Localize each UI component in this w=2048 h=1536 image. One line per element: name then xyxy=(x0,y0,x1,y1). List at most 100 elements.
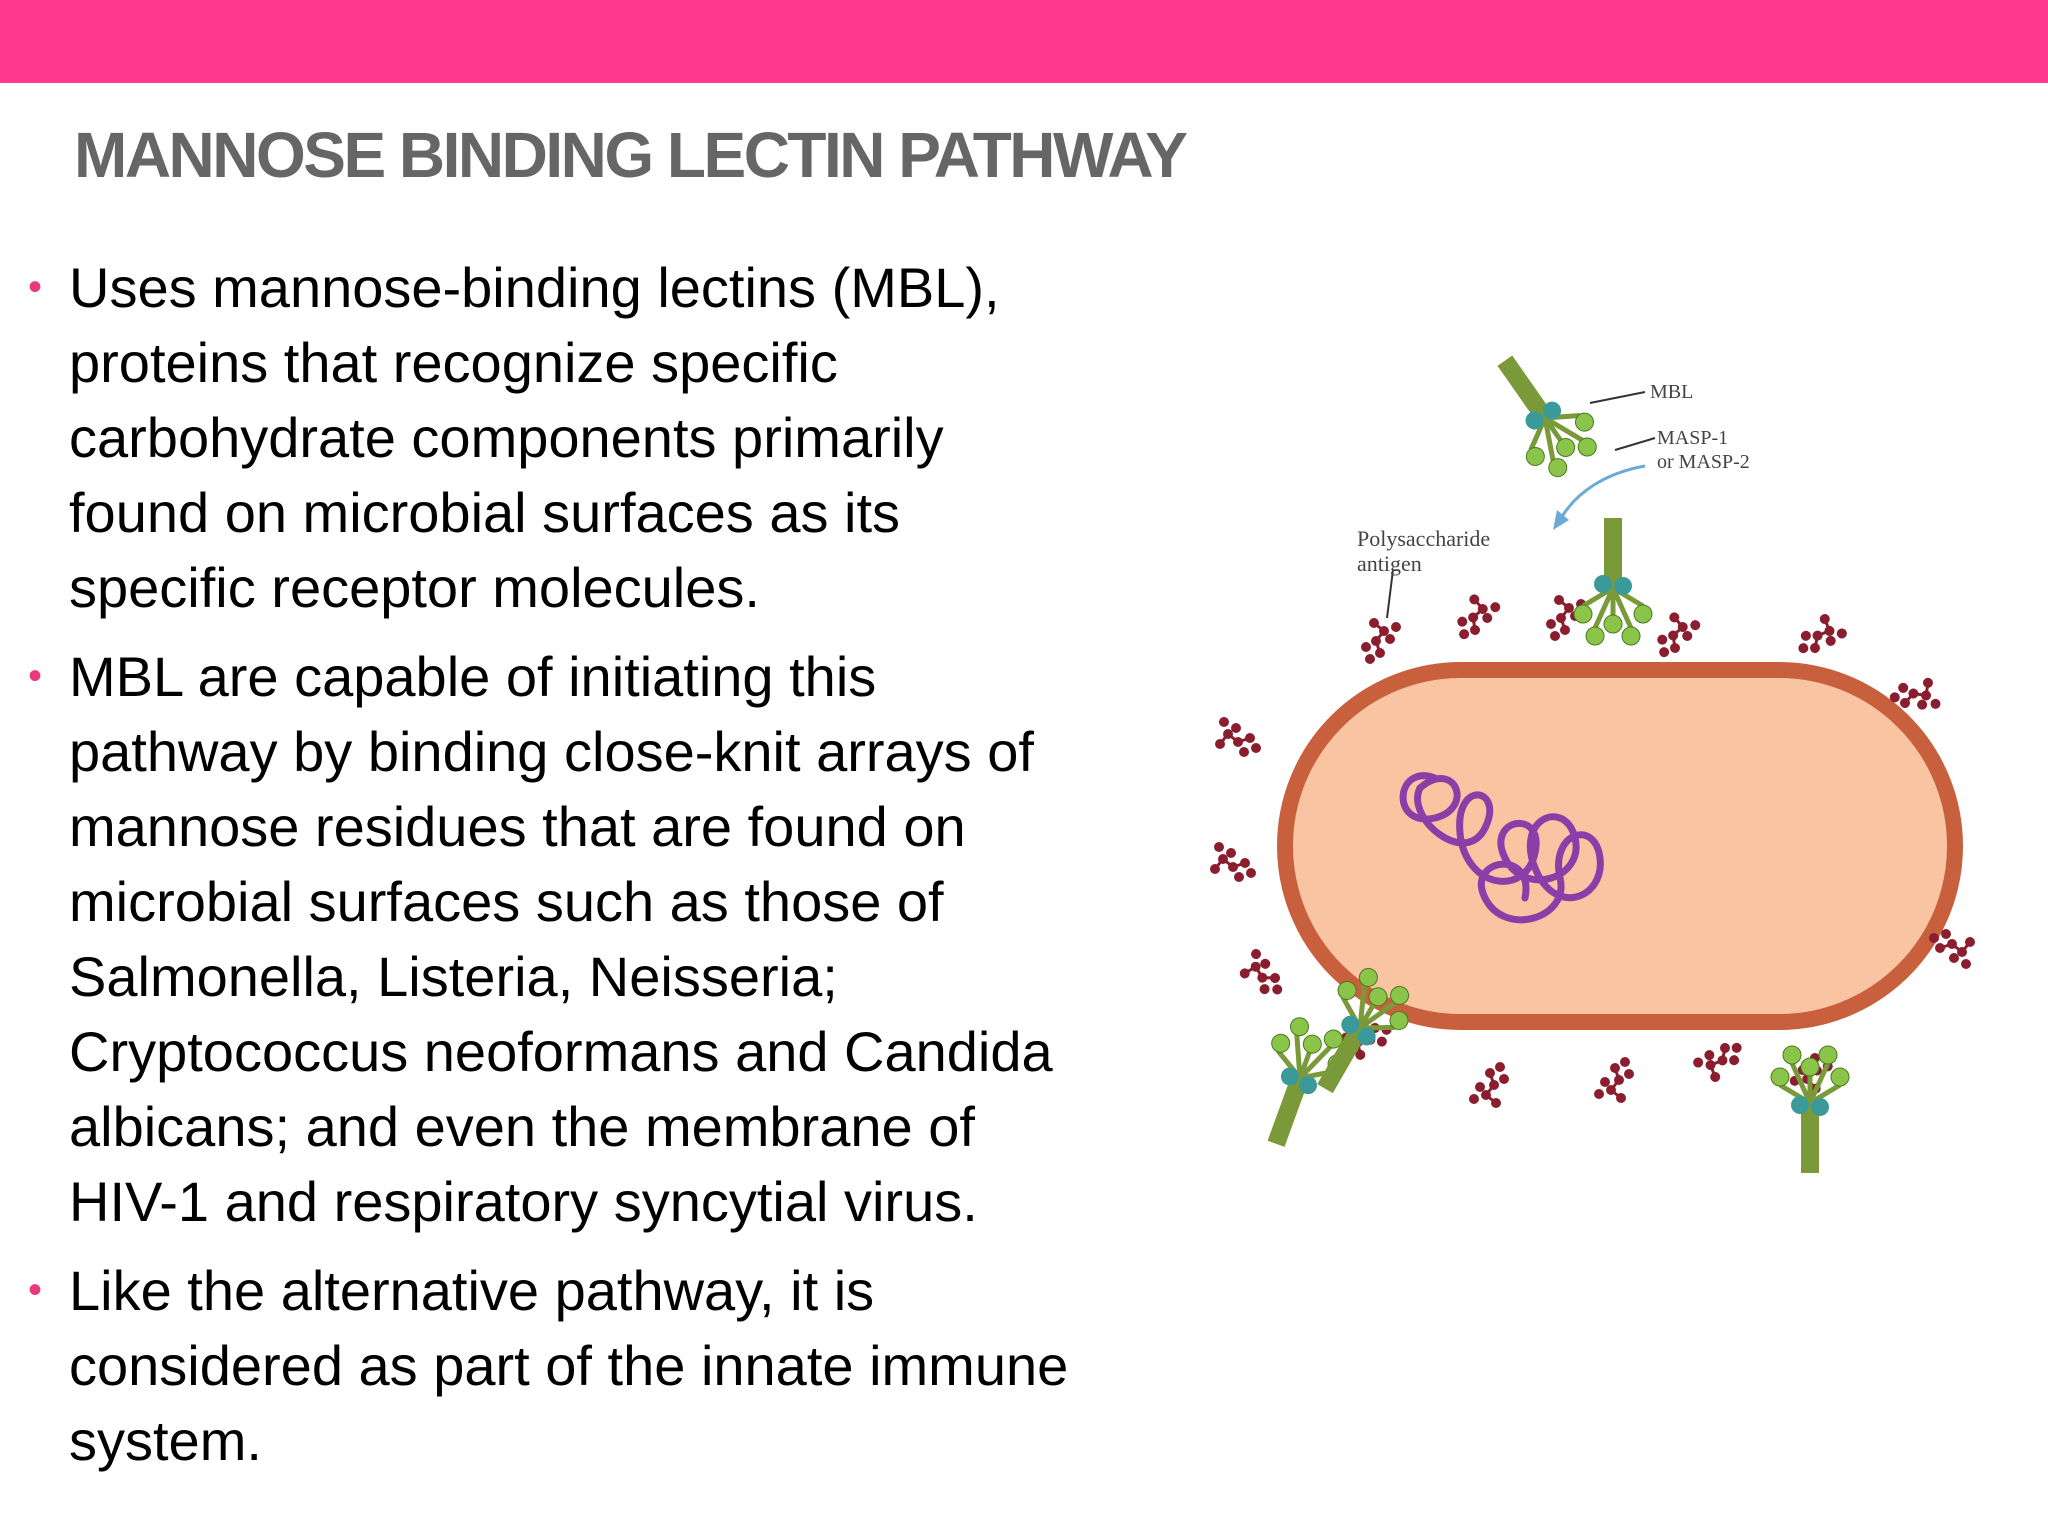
sugar-residue-icon xyxy=(1485,1068,1495,1078)
sugar-residue-icon xyxy=(1489,1080,1499,1090)
sugar-residue-icon xyxy=(1917,699,1928,710)
sugar-residue-icon xyxy=(1657,634,1668,645)
antigen-cluster-icon xyxy=(1693,1042,1742,1082)
sugar-residue-icon xyxy=(1669,612,1680,623)
slide-title: MANNOSE BINDING LECTIN PATHWAY xyxy=(74,119,1188,191)
sugar-residue-icon xyxy=(1215,739,1225,749)
bacterium-cell xyxy=(1277,662,1963,1030)
lectin-head-icon xyxy=(1390,985,1410,1005)
sugar-residue-icon xyxy=(1668,630,1679,641)
lectin-head-icon xyxy=(1770,1067,1790,1087)
sugar-residue-icon xyxy=(1259,984,1270,995)
masp-icon xyxy=(1614,577,1632,595)
masp-icon xyxy=(1791,1096,1809,1114)
mbl-arm-icon xyxy=(1357,984,1367,1029)
mbl-complex-icon xyxy=(1497,355,1597,478)
mbl-complex-icon xyxy=(1770,1045,1850,1173)
bullet-dot-icon: • xyxy=(28,265,43,309)
antigen-chain-icon xyxy=(1243,964,1276,980)
sugar-residue-icon xyxy=(1690,620,1701,631)
mbl-stalk-icon xyxy=(1604,518,1622,588)
antigen-chain-icon xyxy=(1213,856,1246,870)
sugar-residue-icon xyxy=(1369,618,1379,628)
sugar-residue-icon xyxy=(1693,1057,1704,1068)
sugar-residue-icon xyxy=(1470,625,1480,635)
bullet-line: Cryptococcus neoformans and Candida xyxy=(69,1020,1053,1083)
lectin-head-icon xyxy=(1358,967,1378,987)
antigen-chain-icon xyxy=(1813,618,1832,649)
bullet-list: • Uses mannose-binding lectins (MBL), pr… xyxy=(0,250,1225,1492)
binding-arrow-icon xyxy=(1558,464,1646,521)
bullet-line: system. xyxy=(69,1409,262,1472)
sugar-residue-icon xyxy=(1214,842,1224,852)
lectin-head-icon xyxy=(1337,980,1357,1000)
sugar-residue-icon xyxy=(1234,872,1244,882)
sugar-residue-icon xyxy=(1610,1063,1620,1073)
bullet-dot-icon: • xyxy=(28,1268,43,1312)
sugar-residue-icon xyxy=(1710,1071,1721,1082)
masp-icon xyxy=(1525,411,1544,430)
sugar-residue-icon xyxy=(1819,614,1830,625)
sugar-residue-icon xyxy=(1825,635,1836,646)
sugar-residue-icon xyxy=(1469,594,1480,605)
sugar-residue-icon xyxy=(1223,729,1233,739)
antigen-chain-icon xyxy=(1903,682,1930,704)
bullet-dot-icon: • xyxy=(28,654,43,698)
sugar-residue-icon xyxy=(1457,616,1468,627)
antigen-cluster-icon xyxy=(1361,618,1401,664)
sugar-residue-icon xyxy=(1836,628,1847,639)
sugar-residue-icon xyxy=(1957,947,1967,957)
bullet-line: considered as part of the innate immune xyxy=(69,1334,1069,1397)
mbl-arm-icon xyxy=(1294,1034,1303,1079)
sugar-residue-icon xyxy=(1376,1036,1387,1047)
mbl-arm-icon xyxy=(1592,586,1616,630)
bullet-line: Salmonella, Listeria, Neisseria; xyxy=(69,945,838,1008)
sugar-residue-icon xyxy=(1245,733,1255,743)
sugar-residue-icon xyxy=(1935,943,1945,953)
bullet-line: proteins that recognize specific xyxy=(69,331,838,394)
sugar-residue-icon xyxy=(1677,622,1688,633)
sugar-residue-icon xyxy=(1620,1057,1630,1067)
lectin-head-icon xyxy=(1525,447,1545,467)
mbl-pathway-figure: MBL MASP-1 or MASP-2 Polysaccharide anti… xyxy=(1205,258,2005,1308)
sugar-residue-icon xyxy=(1491,1098,1501,1108)
sugar-residue-icon xyxy=(1246,868,1256,878)
label-antigen-line1: Polysaccharide xyxy=(1357,526,1490,551)
bullet-line: albicans; and even the membrane of xyxy=(69,1095,975,1158)
sugar-residue-icon xyxy=(1375,648,1385,658)
antigen-chain-icon xyxy=(1558,598,1572,631)
antigen-cluster-icon xyxy=(1457,594,1501,640)
sugar-residue-icon xyxy=(1670,643,1680,653)
sugar-residue-icon xyxy=(1365,654,1375,664)
sugar-residue-icon xyxy=(1965,937,1975,947)
sugar-residue-icon xyxy=(1921,690,1932,701)
sugar-residue-icon xyxy=(1810,643,1820,653)
bullet-item: • Uses mannose-binding lectins (MBL), pr… xyxy=(0,250,1225,625)
sugar-residue-icon xyxy=(1961,959,1971,969)
mbl-arm-icon xyxy=(1543,415,1584,443)
antigen-cluster-icon xyxy=(1594,1057,1634,1103)
lectin-head-icon xyxy=(1556,437,1576,457)
sugar-residue-icon xyxy=(1495,1062,1505,1072)
masp-icon xyxy=(1594,575,1612,593)
masp-icon xyxy=(1280,1067,1299,1086)
sugar-residue-icon xyxy=(1257,972,1268,983)
sugar-residue-icon xyxy=(1624,1069,1634,1079)
lectin-head-icon xyxy=(1368,987,1388,1007)
sugar-residue-icon xyxy=(1459,629,1470,640)
antigen-chain-icon xyxy=(1483,1072,1497,1105)
arrowhead-icon xyxy=(1553,510,1569,530)
antigen-chain-icon xyxy=(1708,1047,1727,1078)
sugar-residue-icon xyxy=(1729,1055,1740,1066)
sugar-residue-icon xyxy=(1272,984,1283,995)
sugar-residue-icon xyxy=(1219,717,1229,727)
lectin-head-icon xyxy=(1302,1034,1322,1054)
mbl-arm-icon xyxy=(1789,1061,1813,1105)
sugar-residue-icon xyxy=(1251,743,1261,753)
mbl-arm-icon xyxy=(1298,1044,1333,1080)
label-masp-line2: or MASP-2 xyxy=(1657,451,1750,473)
lectin-head-icon xyxy=(1818,1045,1838,1065)
sugar-residue-icon xyxy=(1240,858,1250,868)
sugar-residue-icon xyxy=(1239,968,1250,979)
lectin-head-icon xyxy=(1271,1033,1291,1053)
